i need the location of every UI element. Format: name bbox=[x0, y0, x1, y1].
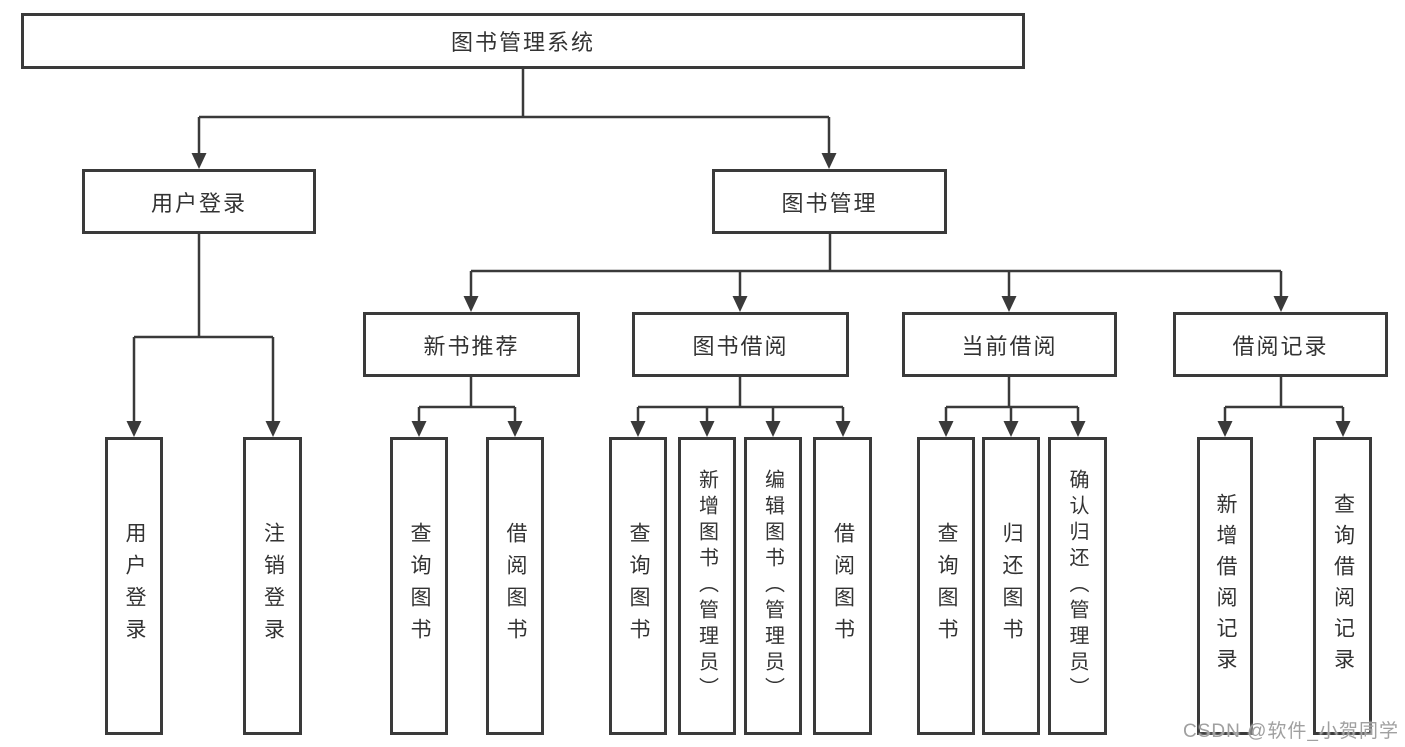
leaf-user-login: 用户登录 bbox=[105, 437, 163, 735]
node-label: 确认归还（管理员） bbox=[1066, 469, 1088, 703]
leaf-edit-books-admin: 编辑图书（管理员） bbox=[744, 437, 802, 735]
node-new-book-recommendation: 新书推荐 bbox=[363, 312, 580, 377]
node-label: 编辑图书（管理员） bbox=[761, 469, 784, 703]
node-label: 查询图书 bbox=[627, 522, 650, 650]
node-book-management: 图书管理 bbox=[712, 169, 947, 234]
leaf-confirm-return-admin: 确认归还（管理员） bbox=[1048, 437, 1107, 735]
node-label: 借阅记录 bbox=[1232, 333, 1329, 359]
node-label: 查询图书 bbox=[935, 522, 958, 650]
node-book-borrowing: 图书借阅 bbox=[632, 312, 849, 377]
node-label: 借阅图书 bbox=[831, 522, 855, 650]
node-label: 图书借阅 bbox=[692, 333, 789, 359]
leaf-query-books-borrow: 查询图书 bbox=[609, 437, 667, 735]
leaf-add-borrow-record: 新增借阅记录 bbox=[1197, 437, 1253, 735]
leaf-borrow-books-recommend: 借阅图书 bbox=[486, 437, 544, 735]
leaf-query-borrow-record: 查询借阅记录 bbox=[1313, 437, 1372, 735]
node-label: 查询借阅记录 bbox=[1331, 493, 1355, 679]
node-label: 当前借阅 bbox=[961, 333, 1058, 359]
node-label: 图书管理系统 bbox=[450, 30, 595, 55]
csdn-watermark: CSDN @软件_小贺同学 bbox=[1183, 721, 1399, 742]
node-label: 新增借阅记录 bbox=[1214, 493, 1237, 679]
leaf-return-books: 归还图书 bbox=[982, 437, 1040, 735]
node-label: 用户登录 bbox=[150, 190, 247, 216]
leaf-add-books-admin: 新增图书（管理员） bbox=[678, 437, 736, 735]
leaf-query-books-recommend: 查询图书 bbox=[390, 437, 448, 735]
leaf-query-books-current: 查询图书 bbox=[917, 437, 975, 735]
node-current-borrowing: 当前借阅 bbox=[902, 312, 1117, 377]
node-label: 新增图书（管理员） bbox=[695, 469, 718, 703]
leaf-borrow-books: 借阅图书 bbox=[813, 437, 872, 735]
node-label: 查询图书 bbox=[408, 522, 431, 650]
node-user-login: 用户登录 bbox=[82, 169, 316, 234]
leaf-logout: 注销登录 bbox=[243, 437, 302, 735]
node-label: 用户登录 bbox=[123, 522, 146, 650]
node-label: 新书推荐 bbox=[423, 333, 520, 359]
node-label: 借阅图书 bbox=[504, 522, 527, 650]
node-label: 图书管理 bbox=[781, 190, 878, 216]
node-label: 注销登录 bbox=[261, 522, 285, 650]
node-label: 归还图书 bbox=[1000, 522, 1023, 650]
node-borrowing-records: 借阅记录 bbox=[1173, 312, 1388, 377]
node-library-management-system: 图书管理系统 bbox=[21, 13, 1025, 69]
